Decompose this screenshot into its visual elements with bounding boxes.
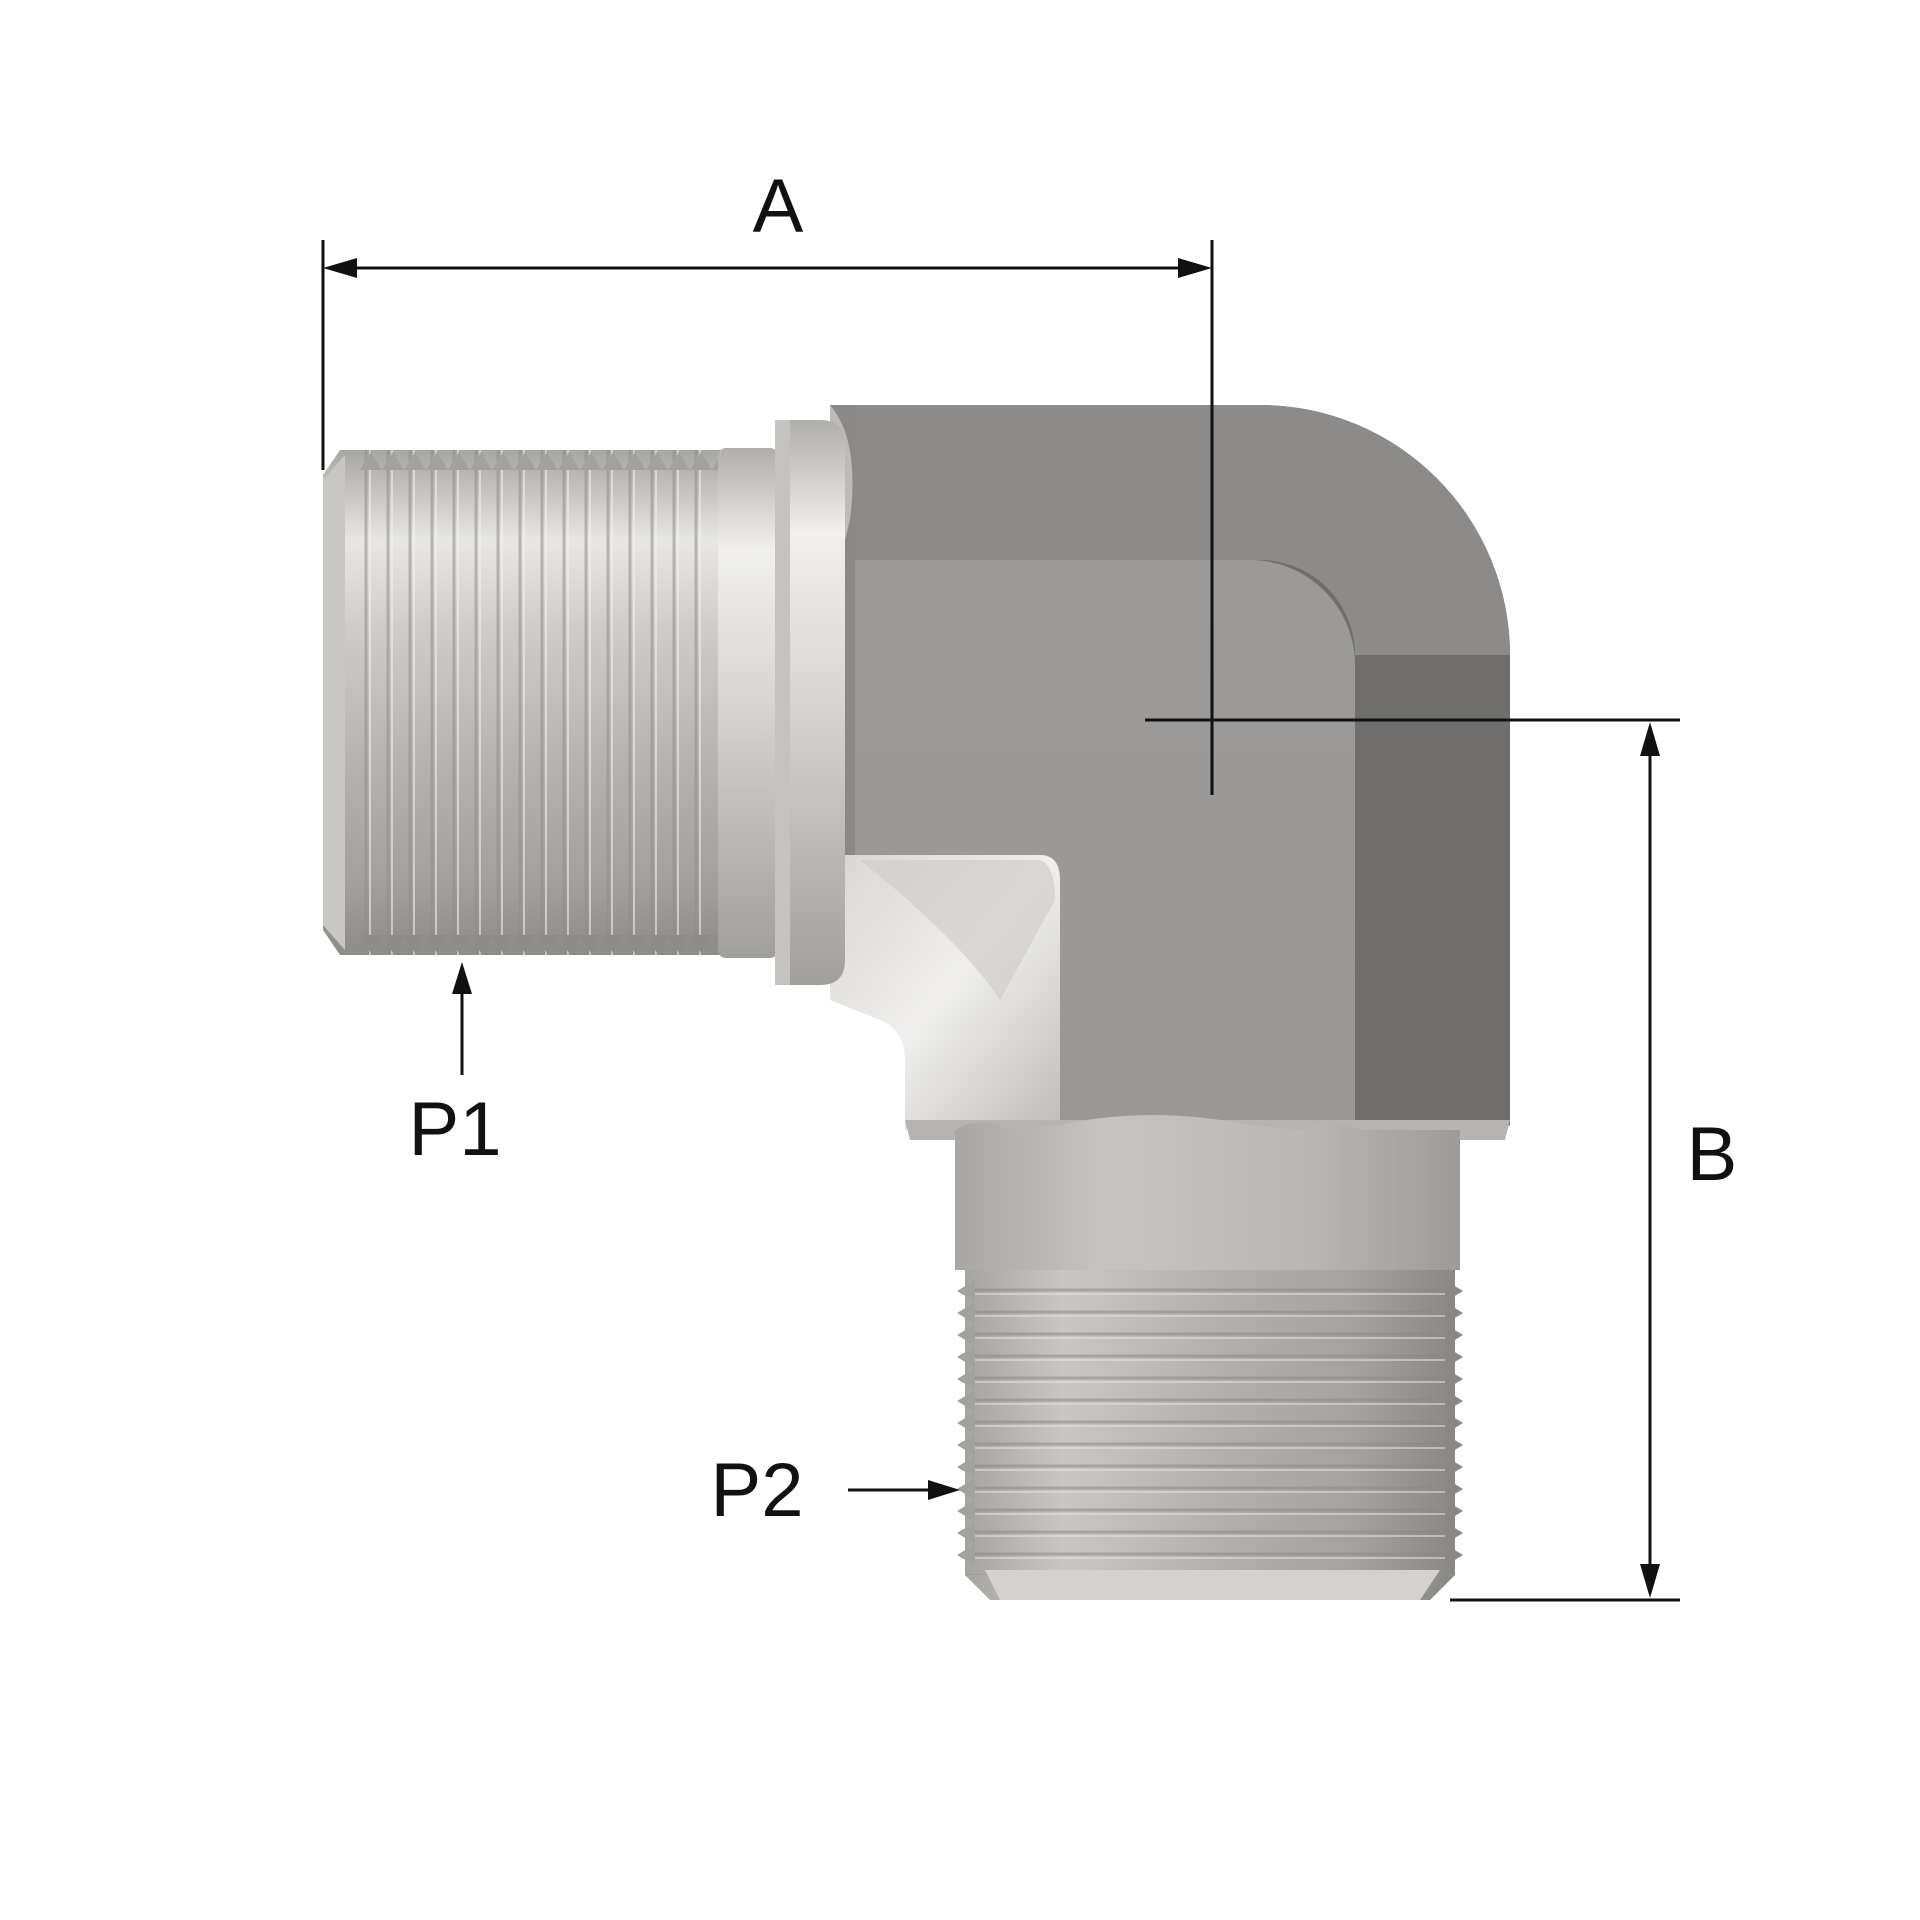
dim-a-arrow-left: [323, 258, 357, 278]
left-relief: [718, 448, 778, 958]
callout-p1-label: P1: [409, 1087, 502, 1172]
left-flange-edge: [775, 420, 790, 985]
body-top-bevel: [840, 405, 1510, 655]
bottom-thread-grooves: [965, 1280, 1455, 1575]
dim-b-label: B: [1687, 1112, 1738, 1197]
left-thread-teeth-bottom: [360, 935, 734, 953]
elbow-body: [830, 405, 1510, 1140]
dim-a-arrow-right: [1178, 258, 1212, 278]
dim-b-arrow-bottom: [1640, 1564, 1660, 1598]
bottom-thread-tip: [985, 1570, 1440, 1600]
bottom-port: [955, 1115, 1463, 1600]
callout-p2: P2: [711, 1448, 960, 1533]
body-web-shadow: [860, 860, 1055, 1000]
bottom-collar: [955, 1115, 1460, 1270]
left-thread-grooves: [360, 450, 705, 955]
callout-p1: P1: [409, 962, 502, 1172]
left-flange: [775, 420, 845, 985]
callout-p1-arrow: [452, 962, 472, 994]
dimension-b: B: [1450, 722, 1738, 1602]
dim-a-label: A: [753, 164, 804, 249]
callout-p2-label: P2: [711, 1448, 804, 1533]
left-thread-teeth-top: [360, 452, 734, 470]
left-port: [323, 420, 845, 985]
bottom-thread-teeth-left: [957, 1280, 975, 1566]
bottom-thread-teeth-right: [1445, 1280, 1463, 1566]
left-thread-tip: [323, 455, 345, 950]
callout-p2-arrow: [928, 1480, 960, 1500]
dim-b-arrow-top: [1640, 722, 1660, 756]
